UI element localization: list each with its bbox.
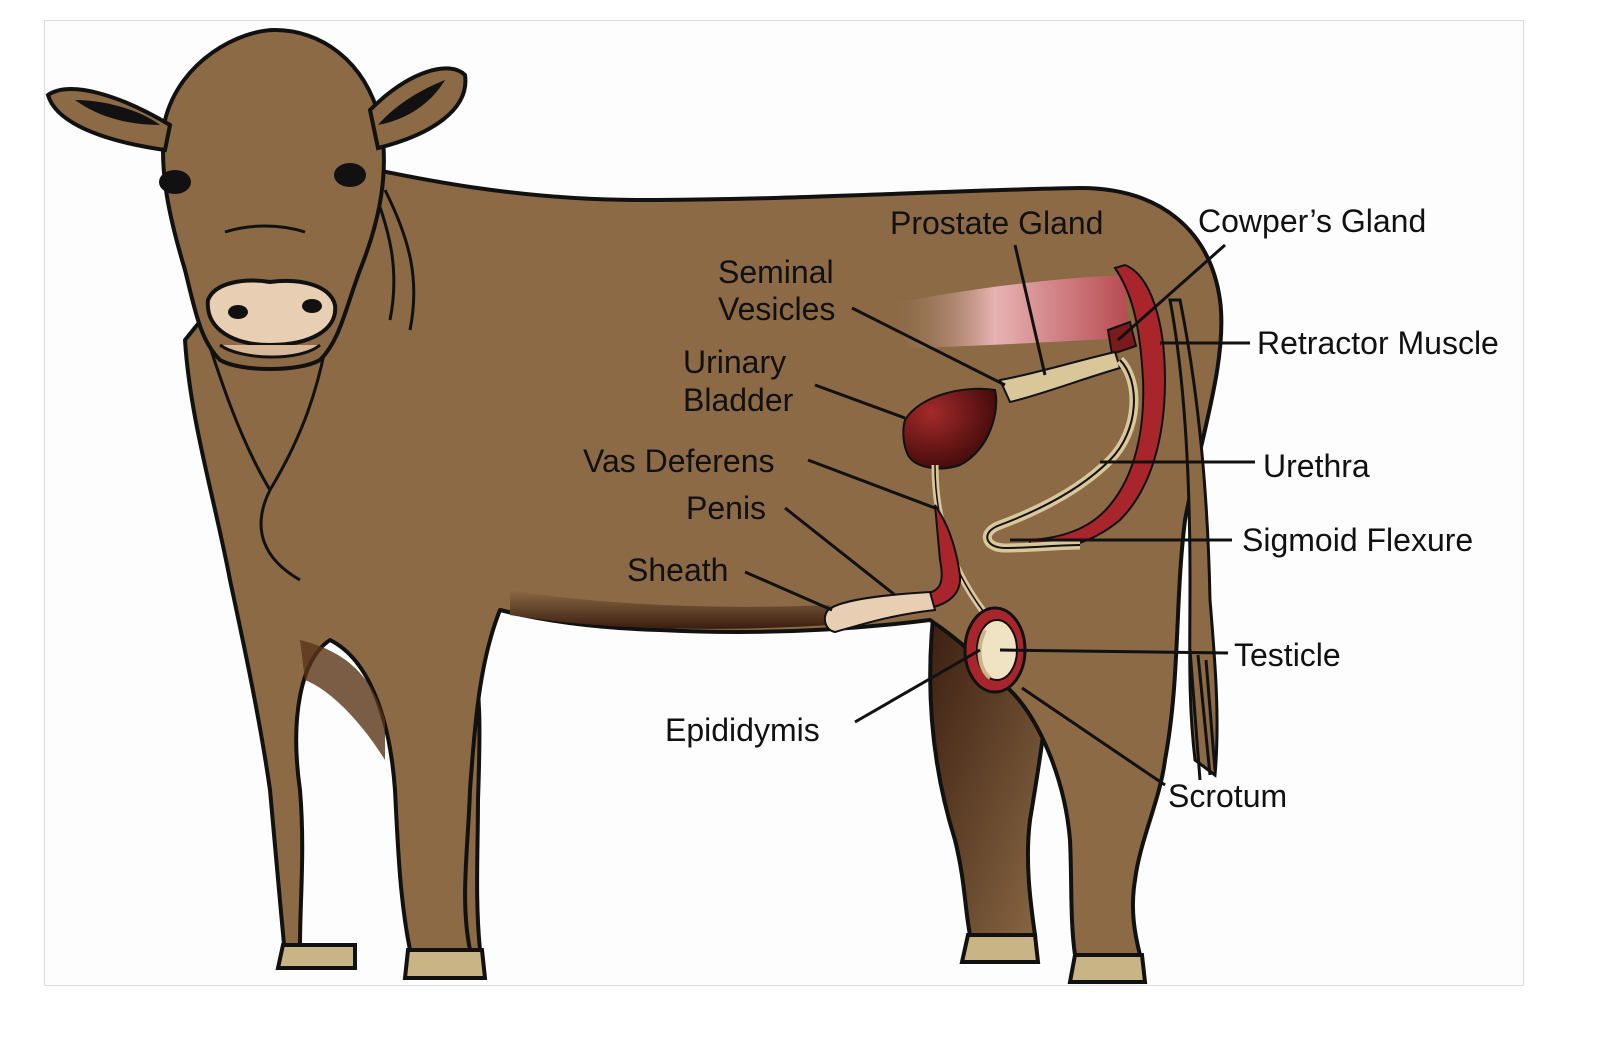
right-nostril — [302, 299, 322, 313]
bull-body — [183, 158, 1224, 957]
leader-seminal — [851, 306, 1006, 387]
leader-scrotum — [1021, 686, 1166, 787]
label-sheath: Sheath — [627, 552, 729, 588]
leader-sheath — [744, 570, 833, 612]
neck-fold-lines — [193, 179, 416, 582]
label-sigmoid-flexure: Sigmoid Flexure — [1242, 522, 1474, 558]
leader-bladder — [814, 383, 906, 420]
right-ear-inner — [378, 80, 445, 125]
brow-line — [224, 224, 306, 234]
seminal-vesicles-band — [885, 275, 1128, 348]
epididymis — [977, 629, 992, 680]
leader-testicle — [999, 648, 1229, 655]
leader-epididymis — [854, 648, 981, 724]
front-leg-shade — [300, 640, 385, 760]
left-ear — [45, 87, 173, 153]
sheath — [823, 590, 937, 634]
leader-cowpers — [1117, 243, 1226, 342]
label-vas-deferens: Vas Deferens — [583, 443, 775, 479]
prostate-gland — [998, 350, 1122, 404]
leader-lines — [744, 243, 1255, 787]
label-urethra: Urethra — [1263, 448, 1370, 484]
tail-switch — [1188, 649, 1217, 781]
urethra-outline — [986, 359, 1135, 550]
leader-penis — [784, 506, 896, 597]
label-retractor-muscle: Retractor Muscle — [1257, 325, 1499, 361]
leader-vas — [807, 458, 936, 510]
label-urinary-bladder-line2: Bladder — [683, 382, 794, 418]
label-penis: Penis — [686, 490, 767, 526]
tail — [1168, 298, 1219, 778]
label-seminal-vesicles-line1: Seminal — [718, 254, 834, 290]
hoof-hind-far — [959, 933, 1041, 964]
right-eye — [334, 163, 366, 187]
label-testicle: Testicle — [1234, 637, 1341, 673]
left-nostril — [228, 305, 248, 319]
leader-prostate — [1013, 244, 1047, 376]
muzzle — [205, 278, 338, 348]
label-scrotum: Scrotum — [1168, 778, 1288, 814]
label-prostate-gland: Prostate Gland — [890, 205, 1104, 241]
hoof-front-far — [402, 948, 488, 980]
left-ear-inner — [75, 100, 160, 125]
chin — [219, 343, 321, 359]
hoof-hind-near — [1067, 953, 1148, 984]
bull-head — [160, 27, 386, 371]
label-epididymis: Epididymis — [665, 712, 820, 748]
label-urinary-bladder-line1: Urinary — [683, 344, 787, 380]
left-eye — [159, 170, 191, 194]
label-seminal-vesicles-line2: Vesicles — [718, 291, 836, 327]
label-cowpers-gland: Cowper’s Gland — [1198, 203, 1427, 239]
urinary-bladder — [902, 387, 998, 470]
hoof-front-near — [275, 943, 357, 970]
belly-shade — [510, 590, 830, 629]
